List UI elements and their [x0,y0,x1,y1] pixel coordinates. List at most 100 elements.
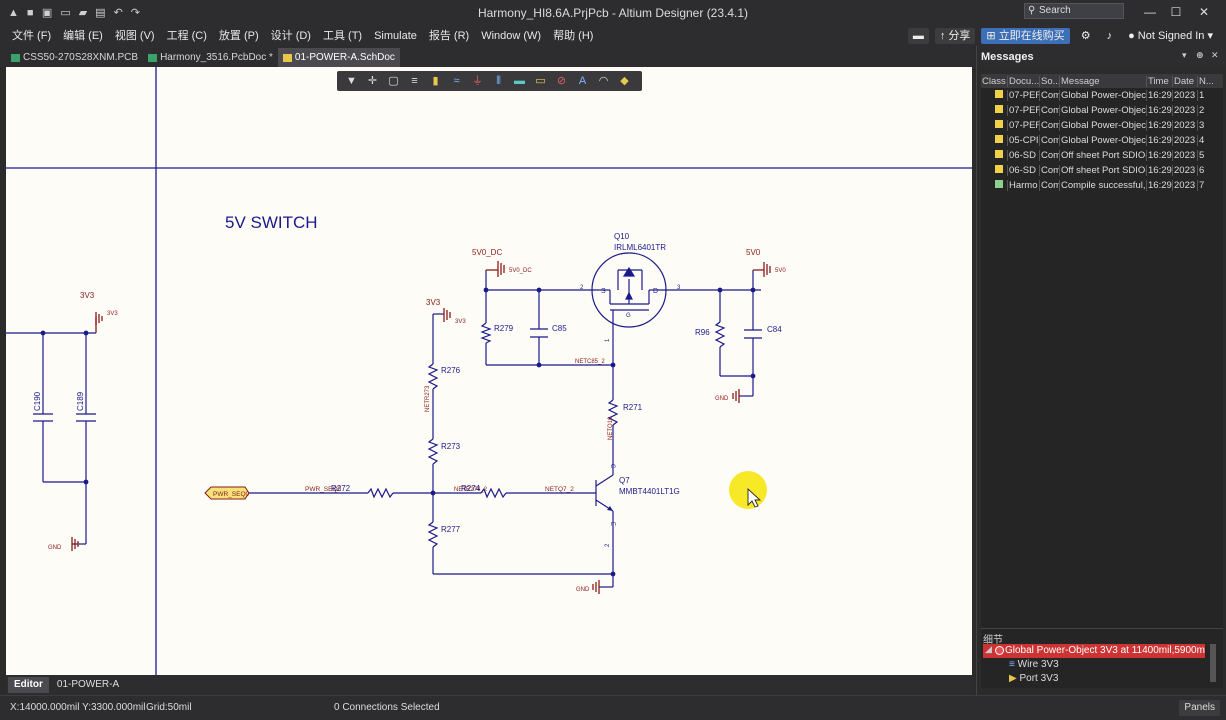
save-icon[interactable]: ■ [26,6,34,19]
port-icon[interactable]: ▭ [535,75,546,87]
panels-button[interactable]: Panels [1179,700,1220,716]
message-time-cell: 16:29 [1148,105,1173,116]
section-title: 5V SWITCH [225,213,318,232]
menu-item-0[interactable]: 文件 (F) [12,30,52,42]
panel-close-icon[interactable]: ✕ [1211,50,1219,60]
print-icon[interactable]: ▤ [95,6,106,19]
editor-tab-1[interactable]: 01-POWER-A [56,679,120,690]
minimize-button[interactable]: — [1144,5,1156,19]
title-bar: ▲ ■ ▣ ▭ ▰ ▤ ↶ ↷ Harmony_HI8.6A.PrjPcb - … [0,0,1226,26]
menu-item-2[interactable]: 视图 (V) [114,30,155,42]
bus-icon[interactable]: ⫴ [496,75,501,87]
column-header[interactable]: Time [1147,75,1173,87]
gear-icon[interactable]: ⚙ [1080,30,1091,42]
column-header[interactable]: Date [1173,75,1198,87]
menu-item-5[interactable]: 设计 (D) [270,30,311,42]
message-msg-cell: Global Power-Object [1061,120,1147,131]
wire-small-icon: ≡ [1009,659,1018,670]
buy-online-button[interactable]: ⊞ 立即在线购买 [981,28,1070,44]
message-date-cell: 2023 [1173,180,1198,191]
r273-label: R273 [441,442,461,451]
message-date-cell: 2023 [1173,165,1198,176]
r276-label: R276 [441,366,461,375]
select-rect-icon[interactable]: ▢ [388,75,399,87]
message-src-cell: Com [1041,180,1060,191]
menu-item-10[interactable]: 帮助 (H) [553,30,594,42]
open-project-icon[interactable]: ▰ [78,6,88,19]
wire-icon[interactable]: ≈ [453,75,460,87]
column-header[interactable]: Class [981,75,1008,87]
harness-icon[interactable]: ◆ [620,75,629,87]
q10-designator: Q10 [614,232,630,241]
column-header[interactable]: Docu... [1009,75,1040,87]
doc-tab-0[interactable]: CSS50-270S28XNM.PCB [6,48,143,67]
doc-tab-1[interactable]: Harmony_3516.PcbDoc * [143,48,278,67]
menu-item-4[interactable]: 放置 (P) [218,30,259,42]
save-all-icon[interactable]: ▣ [41,6,53,19]
message-date-cell: 2023 [1173,90,1198,101]
message-date-cell: 2023 [1173,105,1198,116]
part-icon[interactable]: ▮ [432,75,439,87]
detail-row-port[interactable]: ▶ Port 3V3 [1009,673,1059,684]
message-class-cell [981,105,1008,116]
text-icon[interactable]: A [578,75,587,87]
selection-status: 0 Connections Selected [334,702,440,713]
directive-icon[interactable]: ⊘ [556,75,567,87]
power-port-icon[interactable]: ⏚ [472,75,483,87]
schematic-canvas[interactable]: 5V SWITCH [6,67,972,675]
details-scrollbar[interactable] [1210,644,1216,682]
undo-icon[interactable]: ↶ [113,6,123,19]
menu-item-1[interactable]: 编辑 (E) [63,30,103,42]
collapse-arrow-icon[interactable]: ◢ [985,644,992,654]
message-time-cell: 16:29 [1148,150,1173,161]
user-signin-button[interactable]: ● Not Signed In ▾ [1128,30,1213,42]
detail-row-error[interactable]: Global Power-Object 3V3 at 11400mil,5900… [983,644,1205,658]
maximize-button[interactable]: ☐ [1170,5,1182,19]
share-button[interactable]: ↑ 分享 [934,28,976,44]
arc-icon[interactable]: ◠ [598,75,609,87]
c84-label: C84 [767,325,782,334]
pwr-seq0-port[interactable]: PWR_SEQ0 [204,486,250,500]
q10-part: IRLML6401TR [614,243,666,252]
menu-item-6[interactable]: 工具 (T) [322,30,363,42]
port-3v3-right: 3V3 [455,319,466,325]
column-header[interactable]: So... [1041,75,1060,87]
editor-tab-0[interactable]: Editor [8,677,49,693]
sheet-symbol-icon[interactable]: ▬ [514,75,525,87]
menu-item-9[interactable]: Window (W) [481,30,542,42]
redo-icon[interactable]: ↷ [130,6,140,19]
doc-tab-2[interactable]: 01-POWER-A.SchDoc [277,48,400,67]
c85-label: C85 [552,324,567,333]
detail-row-wire[interactable]: ≡ Wire 3V3 [1009,659,1059,670]
align-icon[interactable]: ≡ [411,75,418,87]
port-5v0dc: 5V0_DC [509,268,532,274]
open-icon[interactable]: ▭ [60,6,71,19]
document-icon [11,53,20,62]
left-gnd-label: GND [48,545,62,551]
search-input[interactable]: ⚲Search [1024,3,1124,19]
close-button[interactable]: ✕ [1198,5,1210,19]
notification-icon[interactable]: ♪ [1106,30,1113,42]
column-header[interactable]: N... [1199,75,1214,87]
chat-icon[interactable]: ▬ [907,28,929,44]
pin-icon[interactable]: ⊕ [1196,50,1204,60]
message-class-cell [981,150,1008,161]
message-doc-cell: 07-PEF [1009,90,1040,101]
column-header[interactable]: Message [1060,75,1147,87]
panel-menu-icon[interactable]: ▾ [1182,50,1187,60]
menu-item-8[interactable]: 报告 (R) [428,30,470,42]
crosshair-icon[interactable]: ✛ [367,75,378,87]
filter-icon[interactable]: ▼ [346,75,357,87]
menu-item-7[interactable]: Simulate [374,30,417,42]
menu-item-3[interactable]: 工程 (C) [166,30,207,42]
message-flag-icon [995,105,1003,113]
message-no-cell: 1 [1199,90,1205,101]
